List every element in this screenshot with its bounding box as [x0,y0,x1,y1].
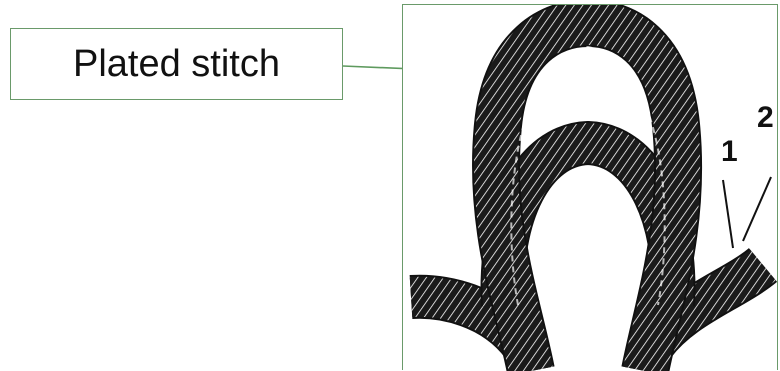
callout-label: Plated stitch [73,42,280,85]
yarn-loop-icon [409,5,778,371]
label-yarn-1: 1 [721,135,738,168]
label-yarn-2: 2 [757,101,774,134]
stitch-figure: 1 2 [402,4,778,371]
callout-box: Plated stitch [10,28,343,100]
